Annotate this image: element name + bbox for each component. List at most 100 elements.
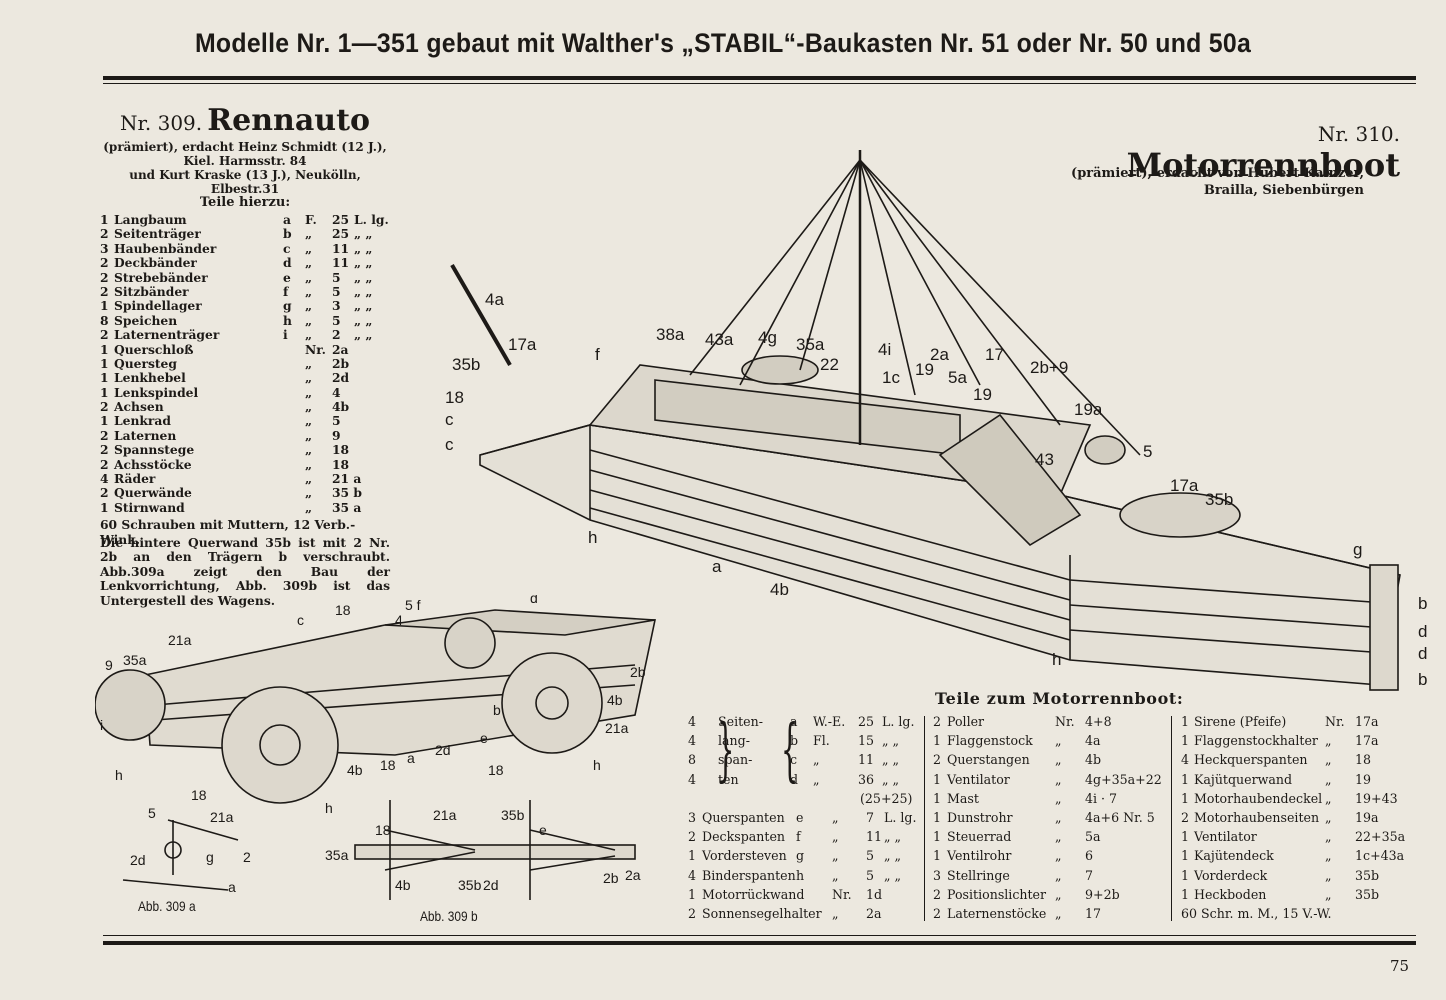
spanten-unit: „ [813, 752, 820, 768]
parts-name: Stellringe [947, 867, 1010, 883]
parts-qty: 2 [688, 829, 697, 845]
parts-val: 35b [1355, 867, 1380, 883]
parts-val: 2a [866, 906, 882, 921]
svg-text:2d: 2d [435, 742, 451, 758]
parts-suffix: „ „ [884, 829, 902, 845]
svg-text:19: 19 [915, 360, 934, 379]
svg-text:43a: 43a [705, 330, 734, 349]
parts-val: 2 [332, 327, 341, 343]
parts-val: 1c+43a [1355, 848, 1405, 864]
parts-unit: „ [1055, 848, 1062, 864]
parts-unit: „ [305, 355, 313, 371]
parts-code: a [283, 212, 291, 227]
parts-val: 7 [866, 810, 875, 825]
parts-name: Lenkhebel [114, 370, 186, 386]
parts-unit: „ [305, 471, 313, 487]
spanten-val: 36 [858, 771, 875, 787]
parts-val: 25 [332, 212, 350, 227]
parts-val: 25 [332, 226, 350, 242]
parts-unit: „ [1325, 752, 1332, 768]
svg-text:g: g [206, 849, 214, 865]
parts-val: 35 a [332, 499, 362, 515]
svg-text:f: f [595, 345, 600, 364]
parts-name: Achsstöcke [114, 456, 192, 472]
footer-rule-thin [103, 935, 1416, 936]
parts-suffix: „ „ [884, 848, 902, 864]
parts-name: Dunstrohr [947, 810, 1013, 825]
parts-suffix: L. lg. [354, 212, 389, 227]
parts-qty: 1 [100, 341, 109, 357]
parts-qty: 2 [100, 269, 109, 285]
parts-unit: „ [832, 867, 839, 883]
parts-qty: 1 [933, 810, 942, 825]
spanten-unit: „ [813, 771, 820, 787]
parts-name: Querspanten [702, 810, 785, 825]
parts-code: e [796, 810, 804, 825]
svg-text:9: 9 [105, 657, 113, 673]
model-309-heading: Nr. 309. Rennauto [100, 103, 390, 138]
svg-text:35a: 35a [796, 335, 825, 354]
spanten-qty: 8 [688, 752, 697, 768]
model-310-name: Motorrennboot [1126, 146, 1400, 184]
parts-unit: „ [305, 442, 313, 458]
model-310-number: Nr. 310. [1317, 122, 1400, 146]
svg-text:38a: 38a [656, 325, 685, 344]
svg-text:i: i [100, 717, 103, 733]
parts-unit: Nr. [832, 886, 852, 902]
model-310-table-title: Teile zum Motorrennboot: [935, 689, 1184, 708]
parts-unit: „ [832, 810, 839, 825]
parts-val: 18 [332, 442, 350, 458]
parts-code: c [283, 240, 291, 256]
parts-qty: 1 [100, 384, 109, 400]
parts-qty: 3 [688, 810, 697, 825]
svg-text:h: h [593, 757, 601, 773]
parts-qty: 1 [100, 370, 109, 386]
svg-text:17: 17 [985, 345, 1004, 364]
parts-val: 7 [1085, 867, 1094, 883]
parts-name: Ventilrohr [947, 848, 1012, 864]
parts-val: 6 [1085, 848, 1094, 864]
parts-unit: „ [1055, 906, 1062, 921]
svg-text:h: h [588, 528, 597, 547]
parts-qty: 1 [1181, 790, 1190, 806]
svg-text:4b: 4b [395, 877, 411, 893]
parts-qty: 1 [688, 886, 697, 902]
header-rule-thin [103, 83, 1416, 84]
svg-text:2a: 2a [930, 345, 949, 364]
parts-val: 5 [332, 283, 341, 299]
parts-val: 4i · 7 [1085, 790, 1118, 806]
svg-text:43: 43 [1035, 450, 1054, 469]
parts-suffix: „ „ [354, 255, 373, 271]
svg-text:4b: 4b [347, 762, 363, 778]
spanten-val: 25 [858, 714, 875, 729]
credit-line: und Kurt Kraske (13 J.), Neukölln, Elbes… [129, 168, 361, 196]
svg-text:35b: 35b [452, 355, 480, 374]
parts-unit: „ [305, 499, 313, 515]
svg-text:e: e [539, 822, 547, 838]
parts-val: 4g+35a+22 [1085, 771, 1162, 787]
parts-unit: „ [305, 298, 313, 314]
svg-text:19a: 19a [1074, 400, 1103, 419]
parts-val: 4+8 [1085, 714, 1112, 729]
parts-val: 11 [332, 240, 350, 256]
parts-val: 1d [866, 886, 883, 902]
brace-icon: { [780, 711, 799, 790]
parts-name: Binderspanten [702, 867, 796, 883]
parts-val: 19a [1355, 810, 1379, 825]
svg-text:a: a [712, 557, 722, 576]
brace-icon: } [716, 711, 735, 790]
parts-val: 5 [866, 867, 875, 883]
parts-name: Spindellager [114, 298, 202, 314]
parts-unit: „ [305, 456, 313, 472]
parts-qty: 2 [100, 255, 109, 271]
svg-text:c: c [445, 410, 454, 429]
parts-name: Motorhaubendeckel [1194, 790, 1323, 806]
parts-qty: 2 [1181, 810, 1190, 825]
parts-qty: 1 [933, 771, 942, 787]
parts-name: Speichen [114, 312, 178, 328]
